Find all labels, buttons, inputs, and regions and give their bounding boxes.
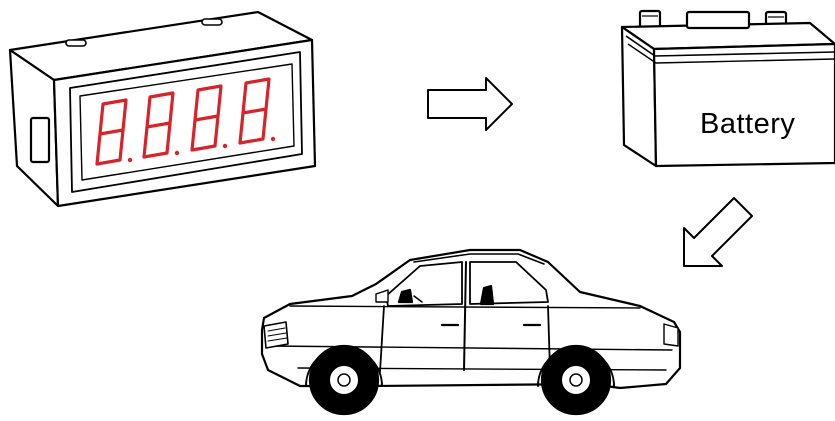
panel-meter-icon <box>10 12 315 206</box>
arrow-right-icon <box>428 78 512 130</box>
car-icon <box>262 250 680 414</box>
battery-label: Battery <box>700 108 795 141</box>
arrow-down-left-icon <box>684 198 752 266</box>
battery-icon <box>622 11 835 166</box>
